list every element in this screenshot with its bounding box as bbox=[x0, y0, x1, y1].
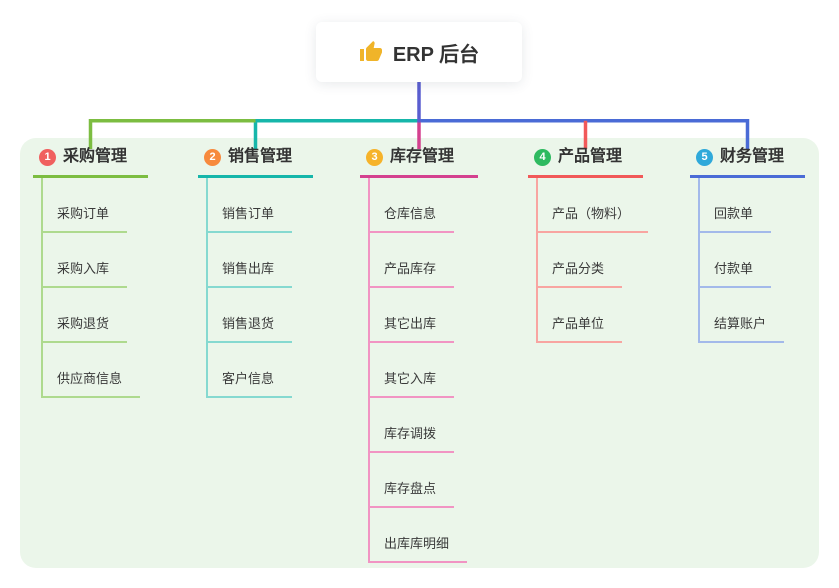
branch-label: 销售管理 bbox=[228, 148, 293, 165]
node-other-outbound[interactable]: 其它出库 bbox=[370, 288, 467, 343]
branch-sales-items: 销售订单 销售出库 销售退货 客户信息 bbox=[206, 178, 293, 398]
node-label: 销售退货 bbox=[208, 313, 293, 343]
node-purchase-order[interactable]: 采购订单 bbox=[43, 178, 140, 233]
node-settlement-account[interactable]: 结算账户 bbox=[700, 288, 785, 343]
node-outbound-detail[interactable]: 出库库明细 bbox=[370, 508, 468, 563]
branch-label: 采购管理 bbox=[63, 148, 128, 165]
branch-product-node[interactable]: 4 产品管理 bbox=[528, 146, 643, 178]
node-product-material[interactable]: 产品（物料） bbox=[538, 178, 649, 233]
mindmap-board bbox=[20, 138, 819, 568]
node-label: 供应商信息 bbox=[43, 368, 141, 398]
branch-label: 库存管理 bbox=[390, 148, 455, 165]
branch-finance-items: 回款单 付款单 结算账户 bbox=[698, 178, 785, 343]
node-label: 库存盘点 bbox=[370, 478, 455, 508]
branch-label: 财务管理 bbox=[720, 148, 785, 165]
node-label: 出库库明细 bbox=[370, 533, 468, 563]
branch-index-badge: 3 bbox=[366, 148, 383, 166]
node-product-unit[interactable]: 产品单位 bbox=[538, 288, 648, 343]
node-label: 采购入库 bbox=[43, 258, 128, 288]
node-label: 产品（物料） bbox=[538, 203, 649, 233]
branch-index-badge: 1 bbox=[39, 148, 56, 166]
branch-inventory: 3 库存管理 仓库信息 产品库存 其它出库 其它入库 库存调拨 库存盘点 出库库… bbox=[360, 146, 478, 563]
node-label: 付款单 bbox=[700, 258, 772, 288]
node-label: 产品单位 bbox=[538, 313, 623, 343]
branch-sales: 2 销售管理 销售订单 销售出库 销售退货 客户信息 bbox=[198, 146, 313, 398]
node-label: 结算账户 bbox=[700, 313, 785, 343]
branch-inventory-node[interactable]: 3 库存管理 bbox=[360, 146, 478, 178]
node-sales-order[interactable]: 销售订单 bbox=[208, 178, 293, 233]
branch-label: 产品管理 bbox=[558, 148, 623, 165]
node-label: 采购订单 bbox=[43, 203, 128, 233]
root-label: ERP 后台 bbox=[392, 43, 480, 66]
branch-product-items: 产品（物料） 产品分类 产品单位 bbox=[536, 178, 649, 343]
node-stock-count[interactable]: 库存盘点 bbox=[370, 453, 467, 508]
branch-sales-node[interactable]: 2 销售管理 bbox=[198, 146, 313, 178]
node-supplier-info[interactable]: 供应商信息 bbox=[43, 343, 141, 398]
node-label: 其它出库 bbox=[370, 313, 455, 343]
branch-index-badge: 5 bbox=[696, 148, 713, 166]
node-label: 销售出库 bbox=[208, 258, 293, 288]
node-label: 采购退货 bbox=[43, 313, 128, 343]
branch-finance-node[interactable]: 5 财务管理 bbox=[690, 146, 805, 178]
node-label: 仓库信息 bbox=[370, 203, 455, 233]
branch-purchase-node[interactable]: 1 采购管理 bbox=[33, 146, 148, 178]
branch-finance: 5 财务管理 回款单 付款单 结算账户 bbox=[690, 146, 805, 343]
root-node[interactable]: ERP 后台 bbox=[316, 22, 522, 82]
node-label: 库存调拨 bbox=[370, 423, 455, 453]
node-label: 销售订单 bbox=[208, 203, 293, 233]
node-customer-info[interactable]: 客户信息 bbox=[208, 343, 293, 398]
node-label: 其它入库 bbox=[370, 368, 455, 398]
node-warehouse-info[interactable]: 仓库信息 bbox=[370, 178, 467, 233]
branch-product: 4 产品管理 产品（物料） 产品分类 产品单位 bbox=[528, 146, 649, 343]
node-label: 产品分类 bbox=[538, 258, 623, 288]
node-product-category[interactable]: 产品分类 bbox=[538, 233, 648, 288]
node-purchase-inbound[interactable]: 采购入库 bbox=[43, 233, 140, 288]
branch-purchase-items: 采购订单 采购入库 采购退货 供应商信息 bbox=[41, 178, 141, 398]
node-label: 回款单 bbox=[700, 203, 772, 233]
node-product-stock[interactable]: 产品库存 bbox=[370, 233, 467, 288]
node-label: 产品库存 bbox=[370, 258, 455, 288]
node-receipt-order[interactable]: 回款单 bbox=[700, 178, 784, 233]
node-purchase-return[interactable]: 采购退货 bbox=[43, 288, 140, 343]
branch-index-badge: 2 bbox=[204, 148, 221, 166]
branch-inventory-items: 仓库信息 产品库存 其它出库 其它入库 库存调拨 库存盘点 出库库明细 bbox=[368, 178, 468, 563]
branch-index-badge: 4 bbox=[534, 148, 551, 166]
node-sales-return[interactable]: 销售退货 bbox=[208, 288, 293, 343]
node-payment-order[interactable]: 付款单 bbox=[700, 233, 784, 288]
node-label: 客户信息 bbox=[208, 368, 293, 398]
branch-purchase: 1 采购管理 采购订单 采购入库 采购退货 供应商信息 bbox=[33, 146, 148, 398]
node-stock-transfer[interactable]: 库存调拨 bbox=[370, 398, 467, 453]
thumbs-up-icon bbox=[359, 40, 383, 64]
node-sales-outbound[interactable]: 销售出库 bbox=[208, 233, 293, 288]
node-other-inbound[interactable]: 其它入库 bbox=[370, 343, 467, 398]
